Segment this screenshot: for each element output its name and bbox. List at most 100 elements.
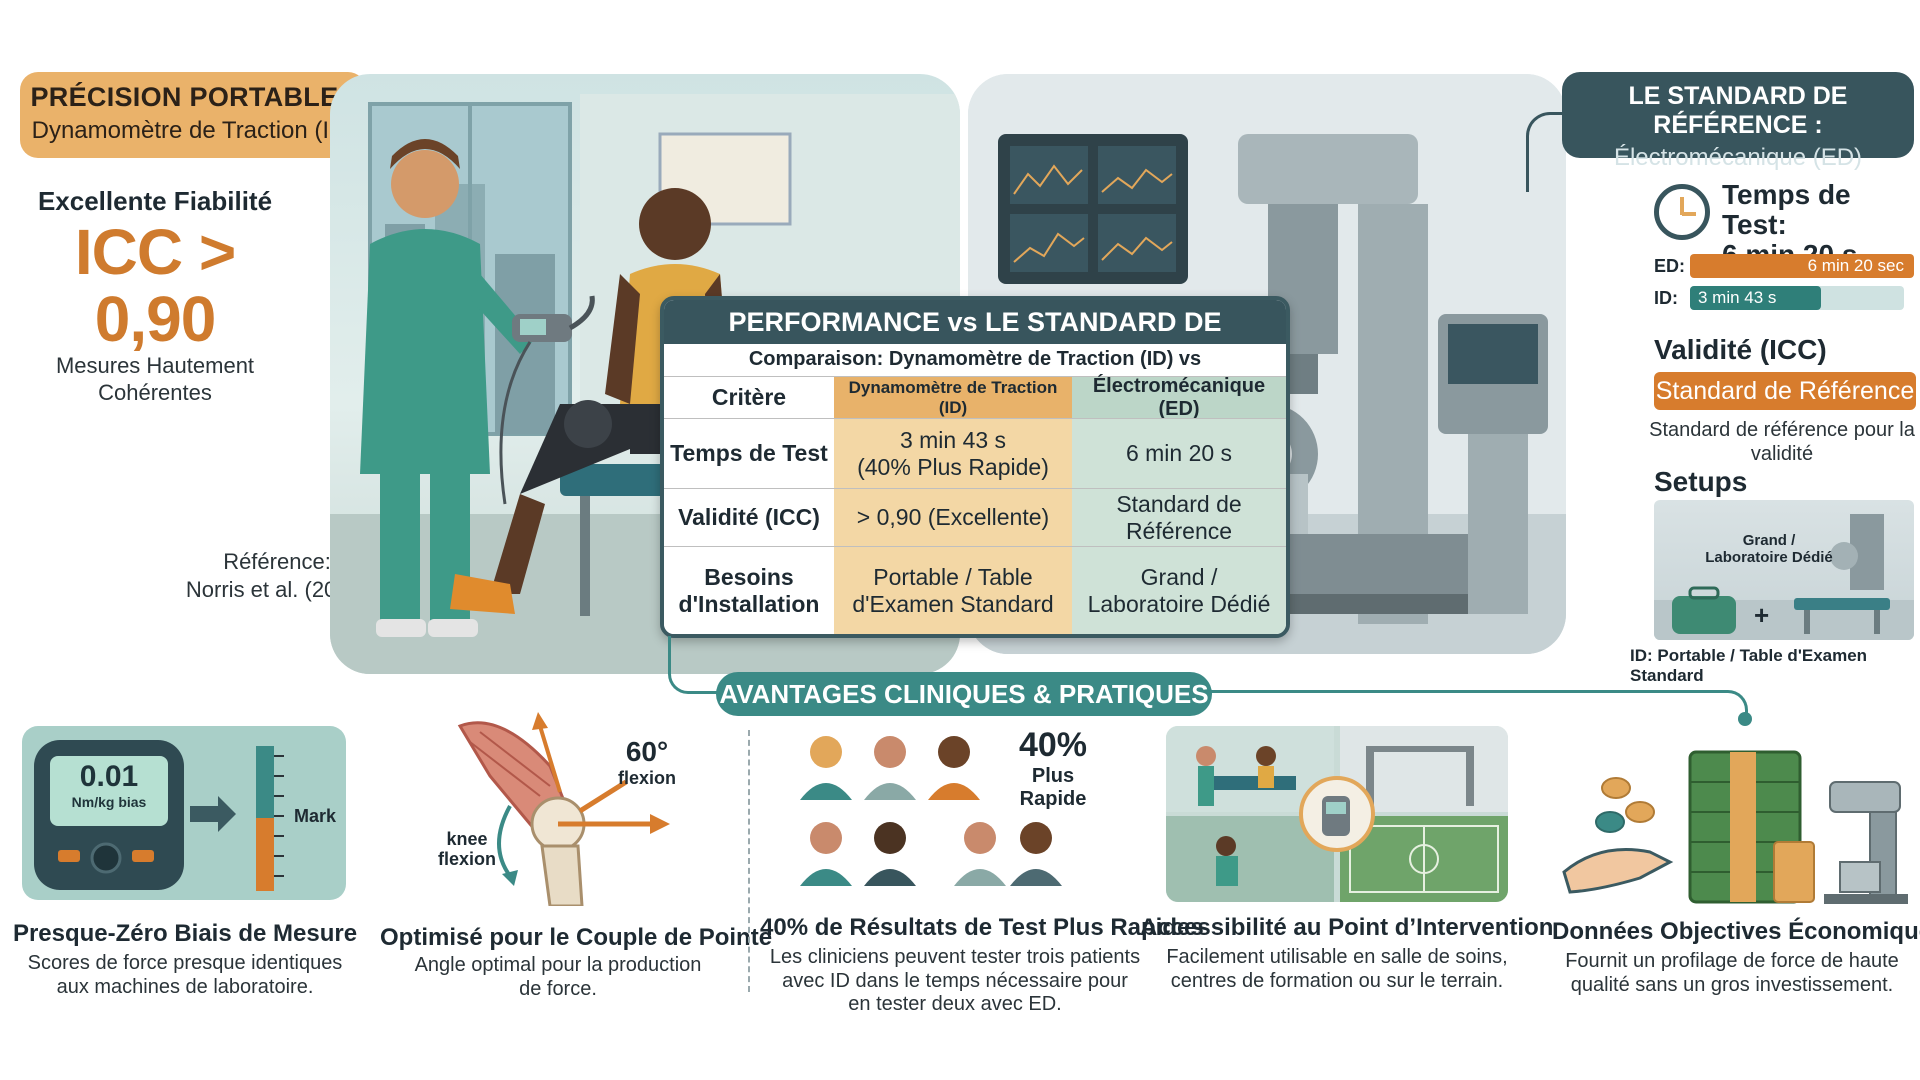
row-criterion: Besoins d'Installation [664,547,834,634]
row-id-value: 3 min 43 s (40% Plus Rapide) [834,419,1072,488]
row-ed-line-2: Laboratoire Dédié [1087,590,1271,617]
feature-desc-speed: Les cliniciens peuvent tester trois pati… [760,946,1150,1017]
validity-title: Validité (ICC) [1654,334,1827,365]
row-ed-value: 6 min 20 s [1072,419,1286,488]
knee-flexion-label: knee flexion [438,829,497,870]
setups-plus: + [1754,600,1770,630]
feature-desc-line: Les cliniciens peuvent tester trois pati… [769,946,1141,968]
reliability-title: Excellente Fiabilité [37,186,273,216]
knee-label-1: knee [446,829,488,849]
test-time-label: Temps de Test: [1722,179,1851,241]
setups-lab-label-2: Laboratoire Dédié [1705,549,1833,567]
row-id-line-2: (40% Plus Rapide) [857,453,1049,480]
feature-desc-line: Angle optimal pour la production [414,954,702,976]
ed-bar-label: ED: [1654,256,1685,276]
ed-badge-title: LE STANDARD DE RÉFÉRENCE : [1628,82,1848,139]
feature-title-bias: Presque-Zéro Biais de Mesure [12,920,358,947]
knee-label-2: flexion [438,848,497,869]
validity-badge: Standard de Référence [1654,372,1916,410]
id-badge-subtitle: Dynamomètre de Traction (ID) [31,117,355,144]
bias-screen: 0.01 Nm/kg bias [50,760,168,810]
feature-desc-economic: Fournit un profilage de force de haute q… [1552,950,1912,997]
feature-desc-line: avec ID dans le temps nécessaire pour [782,969,1128,992]
row-criterion-line-2: d'Installation [678,590,820,617]
bias-illustration: 0.01 Nm/kg bias Mark [22,726,346,900]
row-criterion: Temps de Test [664,419,834,488]
id-time-bar: 3 min 43 s [1690,286,1821,310]
person-icon [1010,822,1062,886]
faster-pct: 40% [1018,726,1088,764]
feature-desc-line: Facilement utilisable en salle de soins, [1166,946,1508,968]
knee-illustration: 60° flexion knee flexion [430,706,690,908]
feature-desc-bias: Scores de force presque identiques aux m… [10,952,360,999]
feature-desc-line: en tester deux avec ED. [848,993,1062,1016]
table-row: Validité (ICC) > 0,90 (Excellente) Stand… [664,488,1286,546]
bias-graphic [34,740,284,891]
connector-line [668,636,718,694]
lab-machine-icon [1824,781,1908,904]
person-icon [800,822,852,886]
id-badge-title: PRÉCISION PORTABLE : [30,82,356,112]
table-row: Temps de Test 3 min 43 s (40% Plus Rapid… [664,418,1286,488]
table-header-row: Critère Dynamomètre de Traction (ID) Éle… [664,375,1286,420]
bias-unit: Nm/kg bias [71,794,147,810]
faster-sub: Plus Rapide [1019,765,1087,810]
setups-graphic [1654,514,1914,640]
ed-time-bar: 6 min 20 sec [1690,254,1914,278]
row-ed-value: Standard de Référence [1072,489,1286,546]
setups-title: Setups [1654,466,1748,497]
coins-hand-icon [1562,777,1674,894]
feature-desc-line: de force. [519,977,597,1000]
id-bar-label: ID: [1654,288,1678,308]
connector-line [1210,690,1748,718]
header-ed: Électromécanique (ED) [1072,375,1286,420]
feature-desc-line: Scores de force presque identiques [27,952,343,974]
feature-title-torque: Optimisé pour le Couple de Pointe [380,924,773,951]
timer-icon [1654,184,1710,240]
row-ed-line-1: Grand / [1140,564,1218,591]
row-criterion: Validité (ICC) [664,489,834,546]
ed-badge-subtitle: Électromécanique (ED) [1613,144,1863,171]
table-title: PERFORMANCE vs LE STANDARD DE RÉFÉRENCE [664,300,1286,381]
bias-value: 0.01 [79,760,139,793]
advantages-banner: AVANTAGES CLINIQUES & PRATIQUES [716,672,1212,716]
row-criterion-line-1: Besoins [704,564,794,591]
ed-standard-badge: LE STANDARD DE RÉFÉRENCE : Électromécani… [1562,72,1914,171]
person-icon [954,822,1006,886]
validity-description: Standard de référence pour la validité [1649,419,1915,465]
person-icon [800,736,852,800]
money-stack-icon [1688,750,1815,904]
feature-desc-line: Fournit un profilage de force de haute [1565,950,1899,972]
exam-table-icon [1794,598,1890,610]
economic-illustration [1560,722,1912,906]
id-device-badge: PRÉCISION PORTABLE : Dynamomètre de Trac… [20,72,366,158]
feature-title-accessibility: Accessibilité au Point d’Intervention [1140,914,1554,941]
reliability-subtitle-1: Mesures Hautement [55,353,255,379]
icc-value: ICC > 0,90 [74,216,236,356]
row-id-value: Portable / Table d'Examen Standard [834,547,1072,634]
table-row: Besoins d'Installation Portable / Table … [664,546,1286,634]
feature-desc-torque: Angle optimal pour la production de forc… [380,954,736,1001]
row-id-line-1: Portable / Table [873,564,1033,591]
connector-line [1526,112,1564,192]
feature-desc-accessibility: Facilement utilisable en salle de soins,… [1140,946,1534,993]
faster-label: 40% Plus Rapide [996,726,1110,811]
person-icon [864,736,916,800]
angle-value: 60° [625,736,669,767]
section-divider [748,730,750,992]
setups-illustration: Grand / Laboratoire Dédié + [1654,500,1914,640]
feature-desc-line: qualité sans un gros investissement. [1570,973,1894,996]
header-criterion: Critère [664,377,834,418]
table-subtitle: Comparaison: Dynamomètre de Traction (ID… [748,348,1202,400]
connector-dot [1738,712,1752,726]
feature-title-economic: Données Objectives Économiques [1552,918,1920,945]
row-id-value: > 0,90 (Excellente) [834,489,1072,546]
economic-graphic [1562,750,1908,904]
feature-desc-line: centres de formation ou sur le terrain. [1170,969,1504,992]
reliability-subtitle-2: Cohérentes [98,379,212,405]
comparison-table: PERFORMANCE vs LE STANDARD DE RÉFÉRENCE … [660,296,1290,638]
setups-lab-label: Grand / Laboratoire Dédié [1704,532,1834,567]
row-ed-value: Grand / Laboratoire Dédié [1072,547,1286,634]
reliability-block: Excellente Fiabilité ICC > 0,90 Mesures … [20,186,290,406]
angle-sub: flexion [618,768,677,788]
